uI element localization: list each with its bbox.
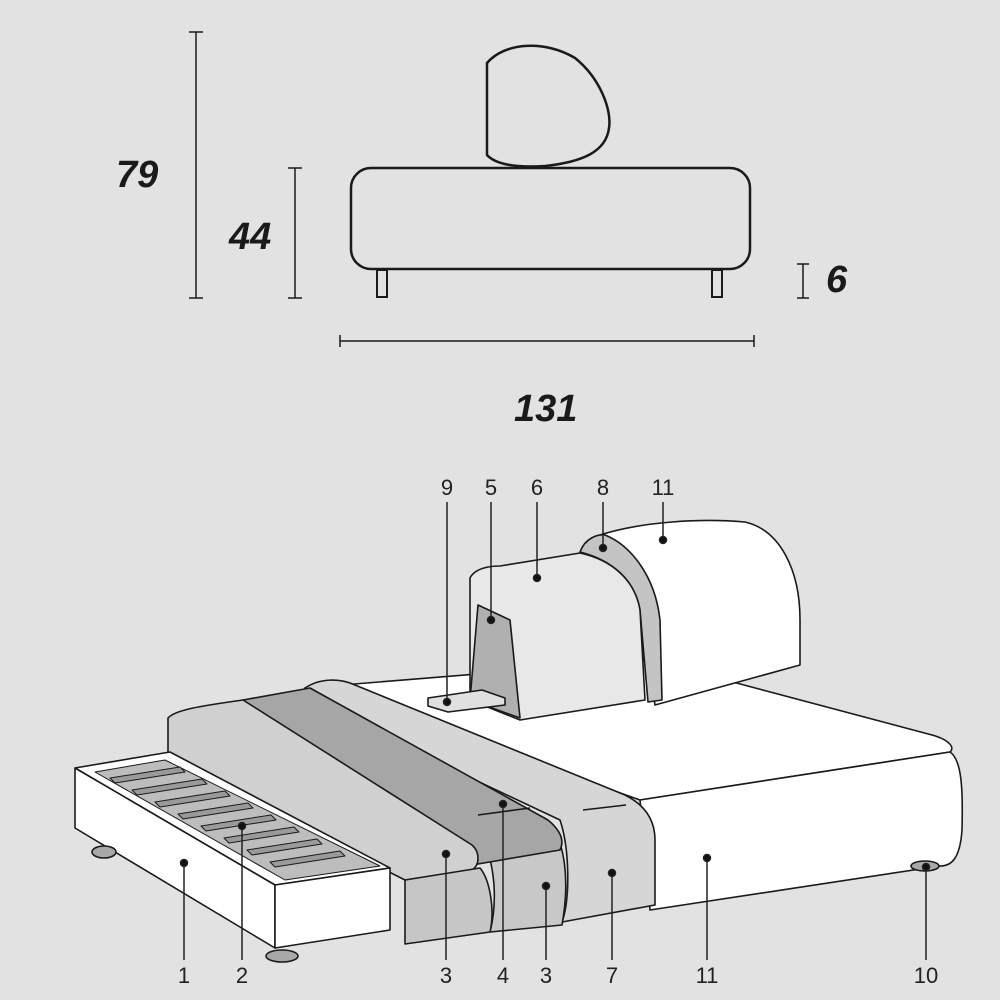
leader-lines	[179, 502, 931, 960]
callout-number: 10	[913, 963, 939, 988]
slats-2	[94, 759, 381, 881]
isometric-drawing	[74, 519, 964, 963]
callout-number: 2	[235, 963, 249, 988]
dimension-total-height: 79	[116, 154, 159, 196]
callout-number: 7	[605, 963, 619, 988]
elevation-leg-left	[376, 269, 388, 298]
leg-front-left	[91, 845, 117, 859]
dimension-leg-height: 6	[826, 259, 848, 301]
callout-number: 3	[539, 963, 553, 988]
seat-base-front	[639, 751, 964, 911]
callout-number: 11	[695, 963, 719, 988]
elevation-drawing	[349, 44, 752, 298]
callout-number: 4	[496, 963, 510, 988]
callout-number: 6	[530, 475, 544, 500]
callout-number: 3	[439, 963, 453, 988]
callout-number: 1	[177, 963, 191, 988]
dimension-width: 131	[514, 388, 578, 430]
elevation-backrest	[485, 44, 611, 168]
topper-4	[242, 687, 563, 866]
leg-front-right	[265, 949, 299, 963]
callout-number: 8	[596, 475, 610, 500]
mattress-3a-front	[404, 867, 493, 945]
elevation-leg-right	[711, 269, 723, 298]
dimension-lines	[189, 31, 809, 347]
elevation-seat	[349, 166, 752, 271]
frame-1-front	[274, 867, 391, 949]
callout-number: 5	[484, 475, 498, 500]
callout-number: 9	[440, 475, 454, 500]
callout-number: 11	[651, 475, 675, 500]
dimension-seat-height: 44	[229, 216, 272, 258]
